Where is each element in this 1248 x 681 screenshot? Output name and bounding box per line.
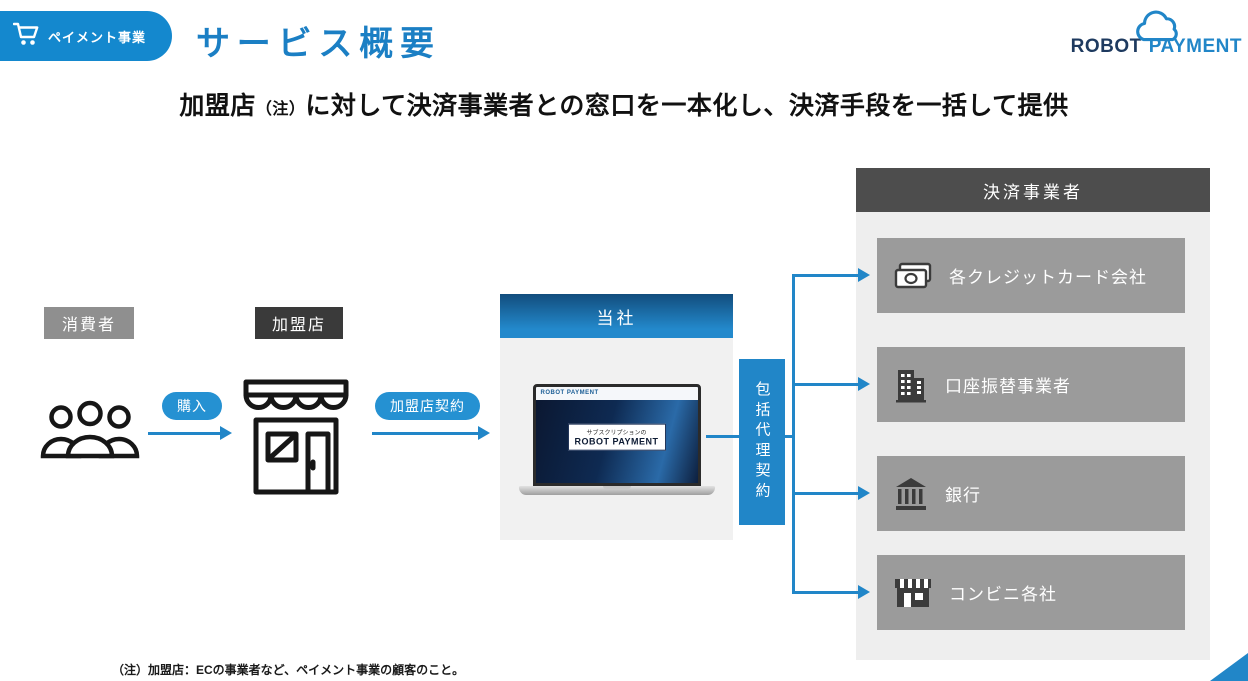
provider-box-direct-debit: 口座振替事業者 bbox=[877, 347, 1185, 422]
purchase-arrow-label: 購入 bbox=[162, 392, 222, 420]
badge-label: ペイメント事業 bbox=[48, 29, 147, 45]
merchant-label: 加盟店 bbox=[255, 307, 343, 339]
convenience-store-icon bbox=[893, 576, 933, 610]
credit-card-icon bbox=[893, 261, 933, 291]
laptop-base bbox=[518, 485, 715, 495]
laptop-screen-topbar: ROBOT PAYMENT bbox=[535, 386, 698, 400]
robot-payment-logo: ROBOT PAYMENT bbox=[1070, 10, 1242, 58]
branch-line-credit-card bbox=[792, 274, 860, 277]
branch-arrowhead-direct-debit bbox=[858, 377, 870, 391]
branch-arrowhead-bank bbox=[858, 486, 870, 500]
payment-business-badge: ペイメント事業 bbox=[0, 11, 172, 61]
provider-label: コンビニ各社 bbox=[949, 585, 1057, 604]
agency-contract-bar: 包括代理契約 bbox=[739, 359, 785, 525]
consumers-icon bbox=[36, 397, 144, 466]
payment-providers-header: 決済事業者 bbox=[856, 168, 1210, 212]
company-card-body: ROBOT PAYMENT サブスクリプションの ROBOT PAYMENT bbox=[500, 338, 733, 540]
merchant-contract-arrow-label: 加盟店契約 bbox=[375, 392, 480, 420]
slide-subtitle: 加盟店（注）に対して決済事業者との窓口を一本化し、決済手段を一括して提供 bbox=[0, 86, 1248, 122]
purchase-arrow-line bbox=[148, 432, 222, 435]
provider-box-credit-card: 各クレジットカード会社 bbox=[877, 238, 1185, 313]
provider-box-bank: 銀行 bbox=[877, 456, 1185, 531]
provider-box-convenience-store: コンビニ各社 bbox=[877, 555, 1185, 630]
trunk-line bbox=[792, 274, 795, 594]
footnote: （注）加盟店：ECの事業者など、ペイメント事業の顧客のこと。 bbox=[112, 663, 465, 677]
laptop-image: ROBOT PAYMENT サブスクリプションの ROBOT PAYMENT bbox=[518, 383, 715, 495]
merchant-contract-arrow-line bbox=[372, 432, 480, 435]
agency-trunk-connector bbox=[785, 435, 794, 438]
office-building-icon bbox=[893, 367, 929, 403]
provider-label: 銀行 bbox=[945, 486, 981, 505]
branch-line-convenience-store bbox=[792, 591, 860, 594]
company-agency-connector-line bbox=[706, 435, 740, 438]
cart-icon bbox=[12, 22, 39, 51]
consumer-label: 消費者 bbox=[44, 307, 134, 339]
logo-text-payment: PAYMENT bbox=[1148, 36, 1242, 57]
subtitle-pre: 加盟店 bbox=[179, 92, 256, 120]
laptop-screen-brand: ROBOT PAYMENT bbox=[574, 436, 659, 447]
laptop-screen-hero-box: サブスクリプションの ROBOT PAYMENT bbox=[567, 423, 666, 451]
corner-triangle-decoration bbox=[1210, 653, 1248, 681]
laptop-screen-tagline: サブスクリプションの bbox=[586, 430, 647, 437]
laptop-screen: ROBOT PAYMENT サブスクリプションの ROBOT PAYMENT bbox=[532, 383, 701, 486]
company-header: 当社 bbox=[500, 294, 733, 338]
branch-arrowhead-convenience-store bbox=[858, 585, 870, 599]
subtitle-rest: に対して決済事業者との窓口を一本化し、決済手段を一括して提供 bbox=[305, 92, 1069, 120]
purchase-arrowhead bbox=[220, 426, 232, 440]
storefront-icon bbox=[232, 376, 360, 503]
merchant-contract-arrowhead bbox=[478, 426, 490, 440]
provider-label: 口座振替事業者 bbox=[945, 377, 1071, 396]
page-title: サービス概要 bbox=[196, 25, 441, 63]
payment-providers-panel: 決済事業者 各クレジットカード会社 bbox=[856, 168, 1210, 660]
cloud-icon bbox=[1130, 8, 1184, 48]
payment-providers-body: 各クレジットカード会社 bbox=[856, 212, 1210, 660]
bank-icon bbox=[893, 476, 929, 512]
provider-label: 各クレジットカード会社 bbox=[949, 268, 1147, 287]
branch-line-direct-debit bbox=[792, 383, 860, 386]
subtitle-note: （注） bbox=[255, 101, 306, 118]
branch-arrowhead-credit-card bbox=[858, 268, 870, 282]
branch-line-bank bbox=[792, 492, 860, 495]
logo-text-robot: ROBOT bbox=[1070, 36, 1142, 57]
company-card: 当社 ROBOT PAYMENT サブスクリプションの ROBOT PAYMEN… bbox=[500, 294, 733, 540]
